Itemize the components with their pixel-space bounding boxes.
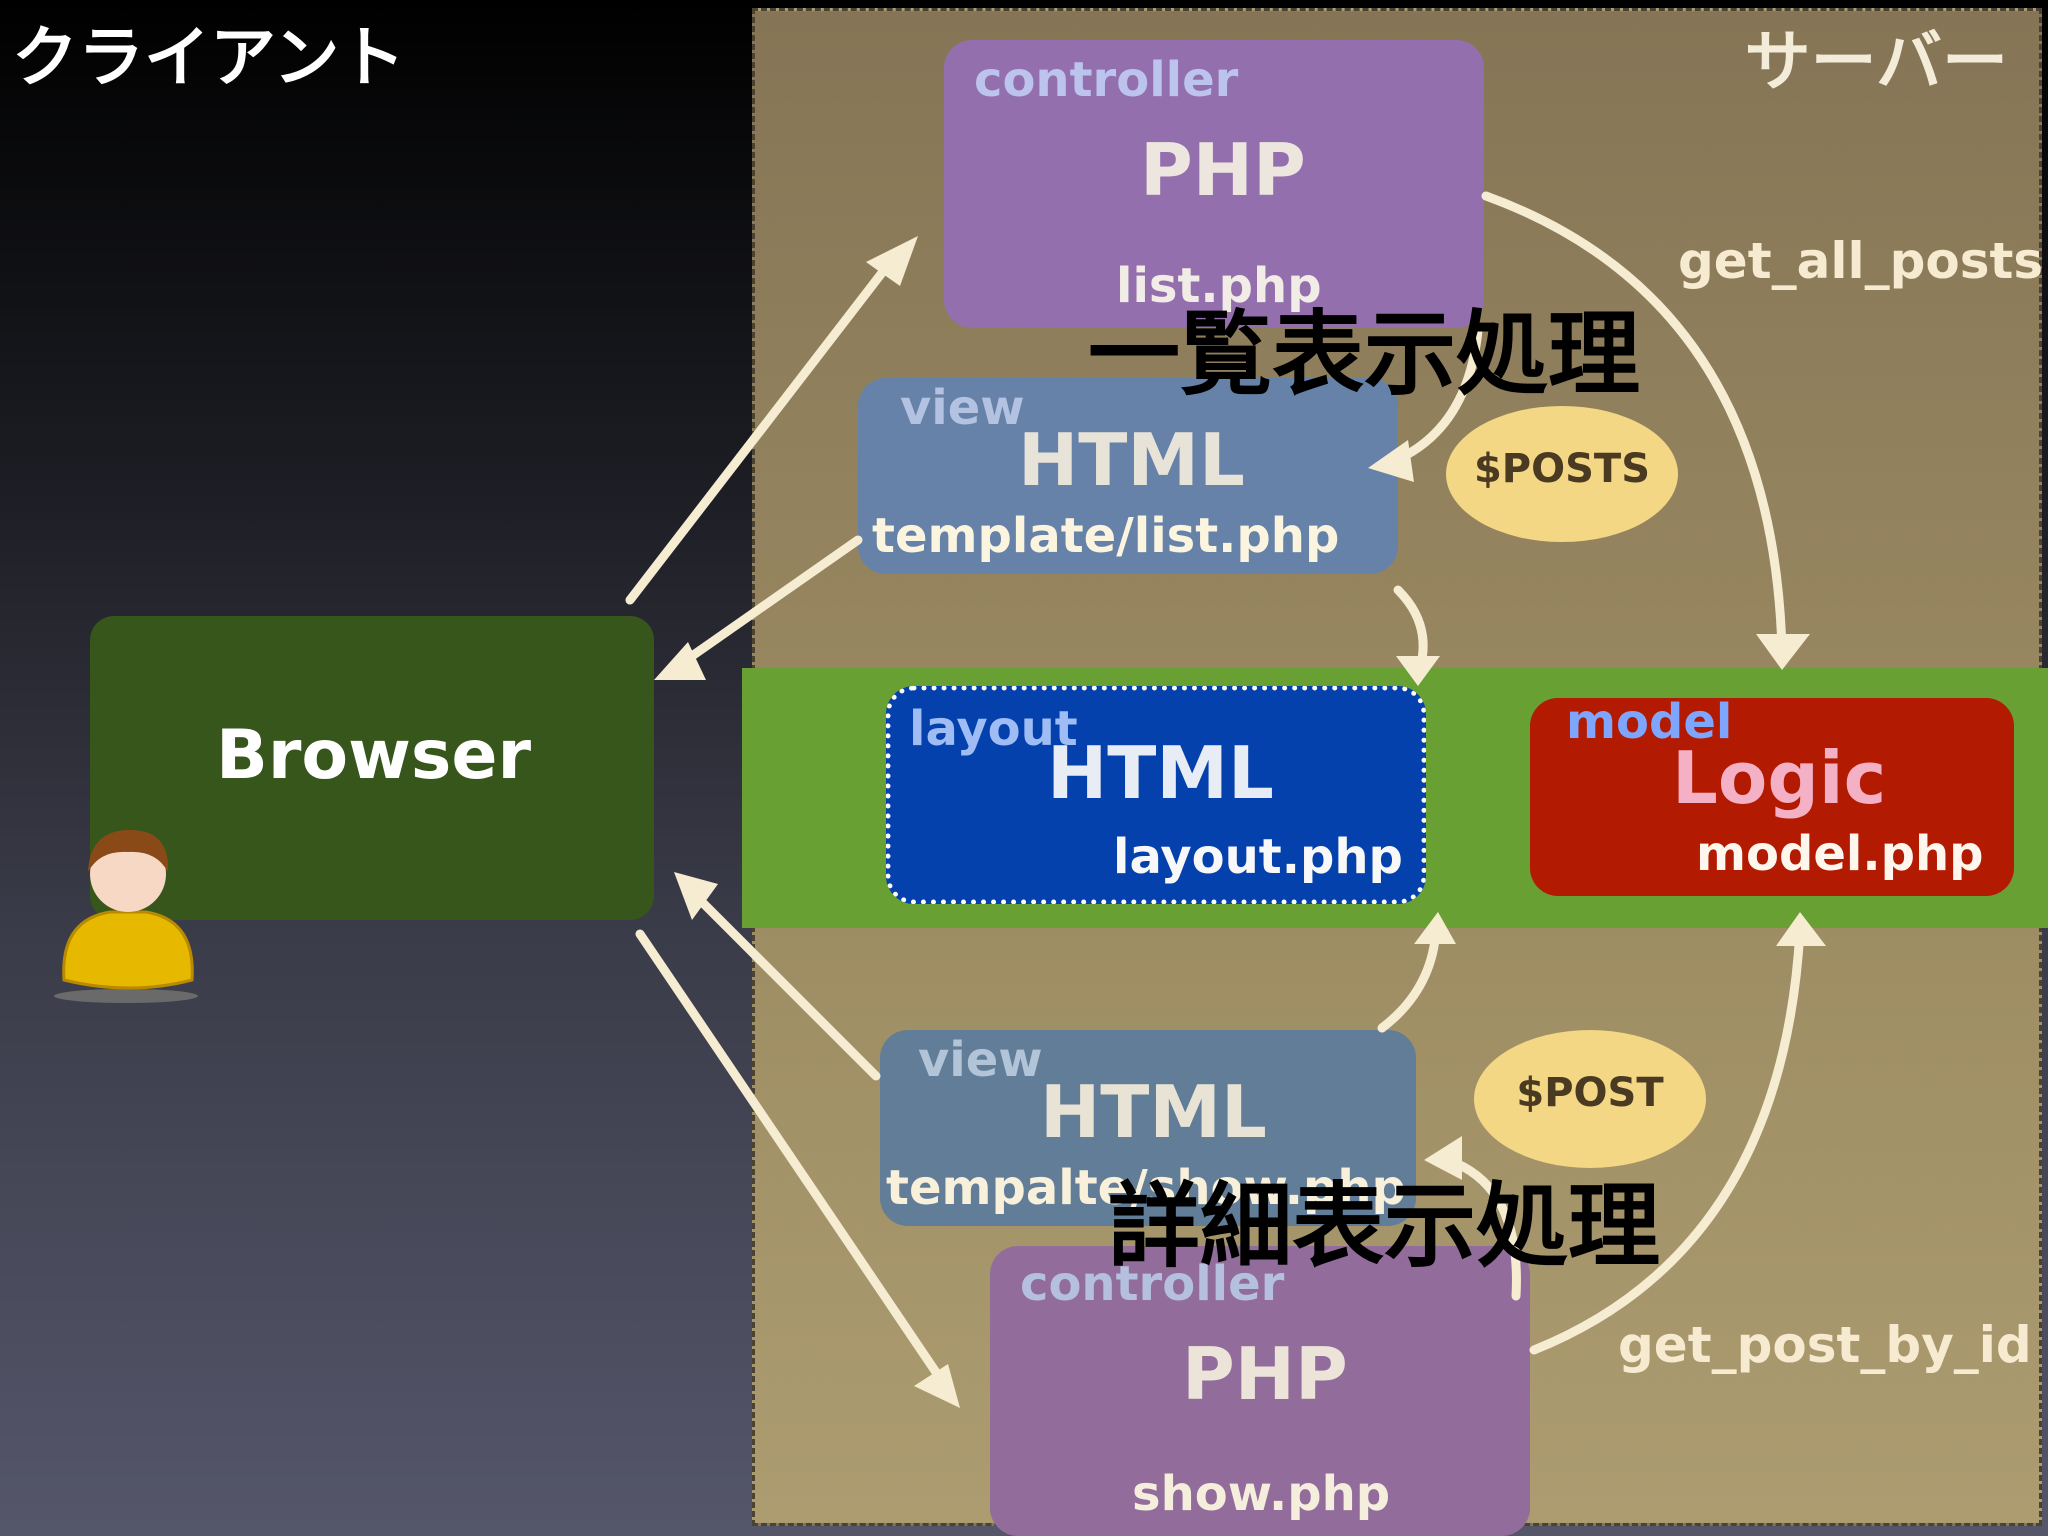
view-bottom-file: tempalte/show.php xyxy=(886,1160,1406,1216)
layout-tag: layout xyxy=(909,701,1078,757)
detail-process-label: 詳細表示処理 xyxy=(1108,1173,1661,1280)
controller-top-file: list.php xyxy=(1116,258,1322,314)
view-top-file: template/list.php xyxy=(872,508,1340,564)
user-icon xyxy=(50,820,210,1010)
view-bottom-box: view HTML tempalte/show.php xyxy=(880,1030,1416,1226)
controller-top-box: controller PHP list.php xyxy=(944,40,1484,328)
arrowhead-layout-bottom xyxy=(1414,912,1456,944)
arrowhead-layout-top xyxy=(1396,656,1440,686)
server-label: サーバー xyxy=(1744,23,2008,100)
arrowhead-browser-bottom xyxy=(674,872,718,920)
model-title: Logic xyxy=(1672,736,1887,820)
arrowhead-controller-top xyxy=(866,236,918,286)
arrow-browser-controller-top xyxy=(625,247,903,605)
post-variable: $POST xyxy=(1474,1030,1706,1168)
controller-top-title: PHP xyxy=(1140,128,1306,212)
arrow-controller-bottom-model xyxy=(1529,925,1805,1355)
get-post-by-id-label: get_post_by_id xyxy=(1618,1316,2032,1374)
get-all-posts-label: get_all_posts xyxy=(1678,232,2044,290)
post-variable-label: $POST xyxy=(1516,1070,1664,1116)
controller-top-tag: controller xyxy=(974,52,1239,108)
layout-title: HTML xyxy=(1047,731,1274,815)
arrowhead-browser-top xyxy=(654,642,706,680)
posts-variable: $POSTS xyxy=(1446,406,1678,542)
layout-box: layout HTML layout.php xyxy=(886,686,1426,904)
arrowhead-controller-bottom xyxy=(914,1364,960,1408)
view-top-box: view HTML template/list.php xyxy=(858,378,1398,574)
view-bottom-title: HTML xyxy=(1040,1070,1267,1154)
browser-box: Browser xyxy=(90,616,654,920)
view-top-title: HTML xyxy=(1018,418,1245,502)
model-file: model.php xyxy=(1696,826,1984,882)
arrowhead-model-bottom xyxy=(1776,912,1826,946)
controller-bottom-box: controller PHP show.php xyxy=(990,1246,1530,1536)
controller-bottom-tag: controller xyxy=(1020,1256,1285,1312)
client-label: クライアント xyxy=(12,19,406,96)
arrow-view-bottom-browser xyxy=(685,885,881,1081)
arrowhead-model-top xyxy=(1756,634,1810,670)
controller-bottom-title: PHP xyxy=(1182,1332,1348,1416)
browser-label: Browser xyxy=(216,716,532,795)
arrowhead-view-bottom xyxy=(1424,1136,1462,1180)
list-process-label: 一覧表示処理 xyxy=(1088,301,1641,408)
posts-variable-label: $POSTS xyxy=(1473,446,1651,492)
model-box: model Logic model.php xyxy=(1530,694,2014,896)
arrow-view-top-browser xyxy=(667,535,863,675)
layout-file: layout.php xyxy=(1113,829,1403,885)
arrowhead-view-top xyxy=(1368,440,1414,482)
arrow-controller-top-model xyxy=(1481,191,1787,655)
arrow-controller-bottom-view-bottom xyxy=(1443,1155,1521,1301)
view-bottom-tag: view xyxy=(918,1032,1043,1088)
arrow-view-bottom-layout xyxy=(1377,925,1441,1033)
view-top-tag: view xyxy=(900,380,1025,436)
arrow-browser-controller-bottom xyxy=(635,929,953,1395)
controller-bottom-file: show.php xyxy=(1132,1466,1391,1522)
model-tag: model xyxy=(1566,694,1733,750)
